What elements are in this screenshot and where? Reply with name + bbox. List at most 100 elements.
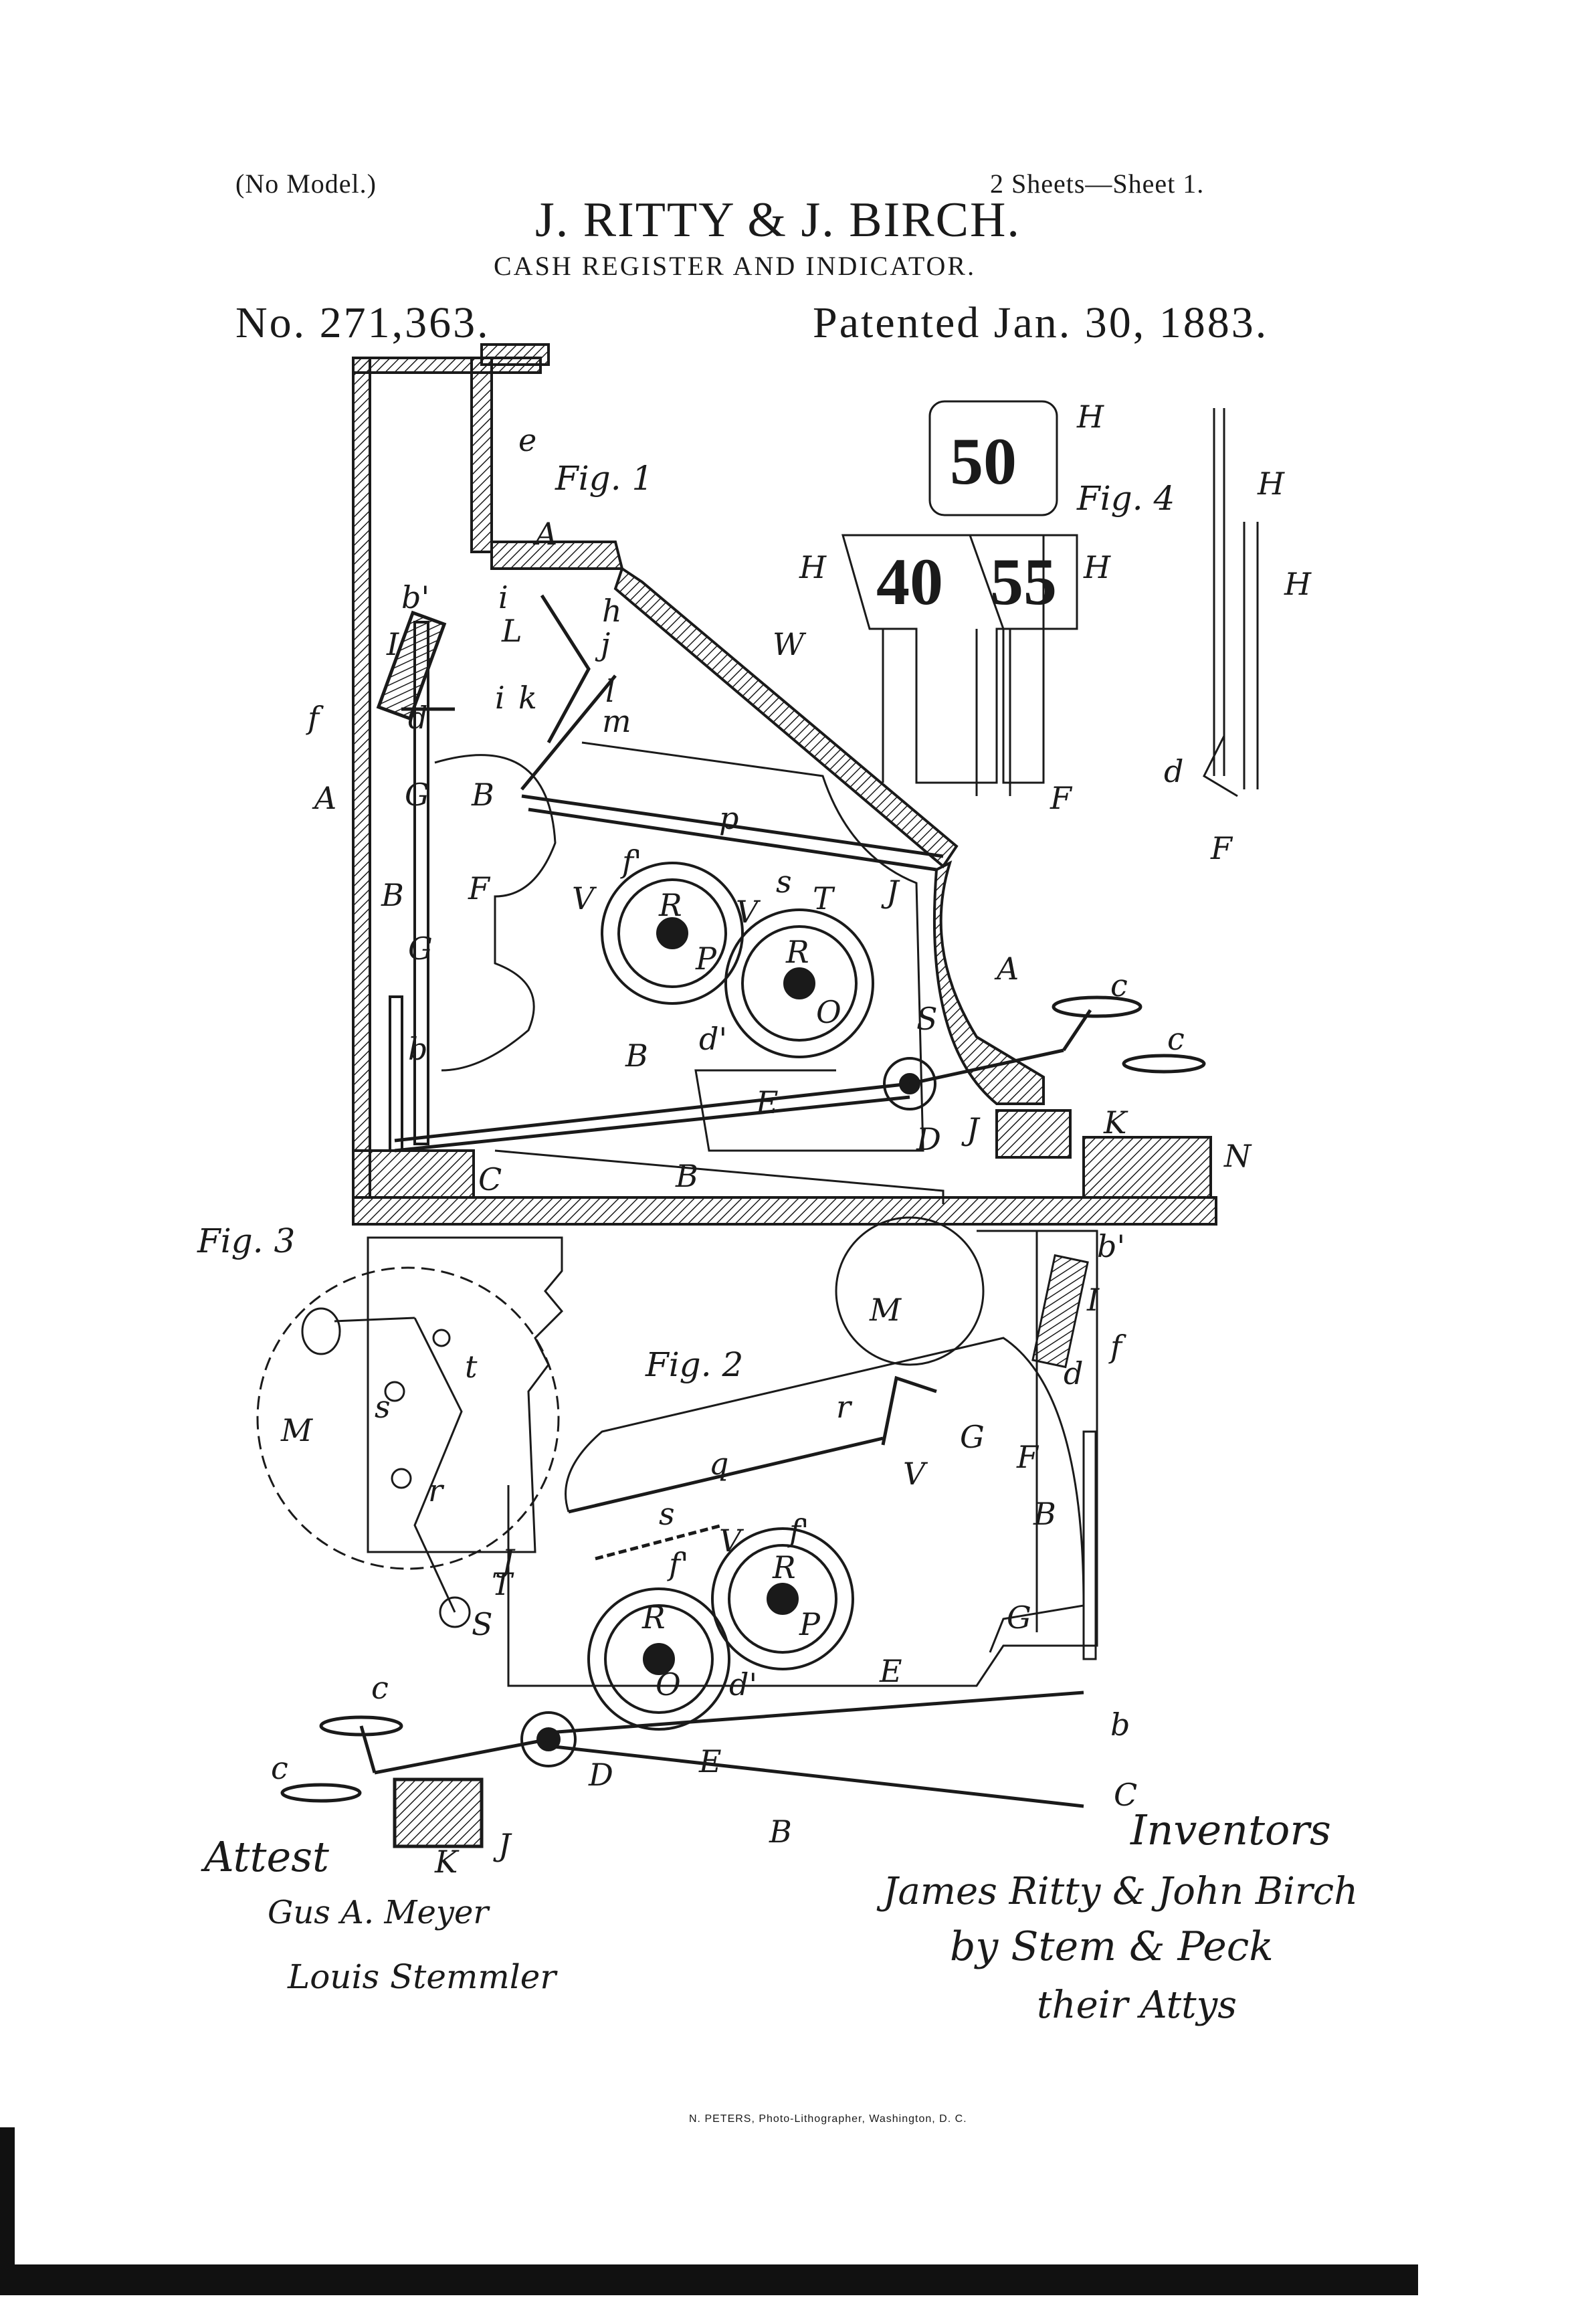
label-D-fig1: D: [916, 1121, 941, 1157]
inventors-title: J. RITTY & J. BIRCH.: [535, 193, 1021, 248]
indicator-number-left: 40: [876, 545, 943, 619]
label-R-fig2-a: R: [773, 1549, 796, 1585]
label-d-fig4: d: [1164, 753, 1184, 789]
label-B-fig2-right: B: [1033, 1496, 1056, 1532]
label-H-left: H: [799, 549, 827, 585]
label-E-fig2-a: E: [880, 1653, 902, 1689]
inventors-heading: Inventors: [1130, 1806, 1331, 1854]
inventors-signature: James Ritty & John Birch: [883, 1870, 1359, 1913]
label-b-prime-fig2: b': [1097, 1228, 1126, 1264]
label-O-fig2: O: [656, 1666, 681, 1703]
fig2-gear-wheels: [520, 1527, 854, 1767]
label-T-fig2: T: [492, 1566, 512, 1602]
label-i-upper: i: [498, 579, 508, 615]
model-note: (No Model.): [235, 169, 377, 199]
label-B-fig2-bottom: B: [769, 1814, 792, 1850]
label-t-fig3: t: [465, 1349, 478, 1385]
fig1-cabinet: [352, 343, 1217, 1226]
label-J-fig1-low: J: [967, 1111, 979, 1147]
label-E-fig1: E: [756, 1084, 779, 1121]
label-I-fig2: I: [1087, 1282, 1100, 1318]
label-b-fig2: b: [1110, 1707, 1130, 1743]
label-I-fig1: I: [387, 626, 399, 662]
label-s-fig1: s: [776, 864, 792, 900]
label-j: j: [601, 626, 611, 662]
label-f-prime-fig2-a: f': [789, 1513, 809, 1549]
label-c-fig1-a: c: [1110, 967, 1128, 1003]
label-E-fig2-b: E: [699, 1743, 722, 1779]
label-f-prime-fig2-b: f': [669, 1546, 689, 1582]
fig2-frame: [507, 1216, 1098, 1687]
label-T-fig1: T: [813, 880, 833, 916]
label-d-fig1: d: [408, 700, 428, 736]
label-l: l: [605, 673, 615, 709]
label-s-fig2: s: [659, 1496, 675, 1532]
label-f-fig1: f: [308, 700, 320, 736]
label-k: k: [518, 680, 537, 716]
scan-edge-bar: [0, 2264, 1418, 2295]
fig2-levers: [280, 1375, 1084, 1848]
label-H-fig4-top: H: [1077, 399, 1104, 435]
label-R-fig2-b: R: [642, 1600, 666, 1636]
fig4-caption: Fig. 4: [1077, 479, 1175, 518]
label-b-prime: b': [401, 579, 430, 615]
fig3-caption: Fig. 3: [197, 1222, 296, 1260]
label-H-fig4-b: H: [1284, 566, 1312, 602]
label-J-fig2-low: J: [498, 1827, 511, 1863]
label-M-fig2: M: [870, 1292, 902, 1328]
label-G-fig2-top: G: [960, 1419, 985, 1455]
label-B-fig1-left: B: [381, 877, 404, 913]
label-A-curve: A: [997, 951, 1019, 987]
label-r-fig2: r: [836, 1389, 851, 1425]
label-G-fig2-low: G: [1007, 1600, 1031, 1636]
sheet-note: 2 Sheets—Sheet 1.: [990, 169, 1205, 199]
label-B-fig1-bottom: B: [676, 1158, 698, 1194]
label-H-fig4-a: H: [1258, 466, 1285, 502]
label-d-prime-fig2: d': [729, 1666, 758, 1703]
label-M-fig3: M: [281, 1412, 313, 1448]
label-F-tablet: F: [1050, 780, 1072, 816]
label-P-fig2: P: [799, 1606, 820, 1642]
label-s-fig3: s: [375, 1389, 391, 1425]
label-S-fig2: S: [472, 1606, 493, 1642]
label-V-fig2-a: V: [903, 1456, 926, 1492]
scan-edge-left: [0, 2127, 15, 2295]
attys-signature: their Attys: [1037, 1983, 1237, 2027]
label-f-prime-fig1: f': [622, 844, 642, 880]
label-B-fig1-top: B: [472, 777, 494, 813]
label-N: N: [1224, 1138, 1252, 1174]
label-D-fig2: D: [589, 1757, 613, 1793]
fig4-indicator-tablets: [841, 400, 1259, 797]
label-A-left: A: [314, 780, 337, 816]
patent-date: Patented Jan. 30, 1883.: [813, 298, 1269, 347]
label-i-lower: i: [495, 680, 505, 716]
indicator-number-right: 55: [990, 545, 1057, 619]
label-L: L: [502, 613, 522, 649]
fig1-caption: Fig. 1: [555, 459, 654, 498]
label-F-fig1: F: [468, 870, 490, 906]
fig1-levers: [376, 594, 1206, 1153]
label-h: h: [602, 593, 622, 629]
label-r-fig3: r: [428, 1472, 443, 1509]
label-K-fig1: K: [1104, 1104, 1127, 1141]
label-H-right: H: [1084, 549, 1111, 585]
witness-1-signature: Gus A. Meyer: [268, 1894, 489, 1931]
label-p-fig1: p: [719, 800, 739, 836]
label-c-fig2-a: c: [371, 1670, 389, 1706]
label-J-fig1-top: J: [886, 874, 899, 910]
attorney-signature: by Stem & Peck: [950, 1923, 1274, 1970]
fig3-bell-mechanism: [256, 1236, 564, 1628]
label-C-fig1: C: [478, 1161, 502, 1197]
label-C-fig2: C: [1114, 1777, 1138, 1813]
label-J-fig2-top: J: [502, 1543, 514, 1579]
label-G-fig1-low: G: [408, 931, 433, 967]
label-G-fig1-top: G: [405, 777, 429, 813]
label-d-fig2: d: [1064, 1355, 1084, 1391]
label-c-fig2-b: c: [271, 1750, 288, 1786]
label-W: W: [773, 626, 805, 662]
fig2-caption: Fig. 2: [645, 1345, 744, 1384]
label-F-fig2: F: [1017, 1439, 1038, 1475]
label-q: q: [709, 1446, 729, 1482]
attest-heading: Attest: [204, 1832, 329, 1881]
